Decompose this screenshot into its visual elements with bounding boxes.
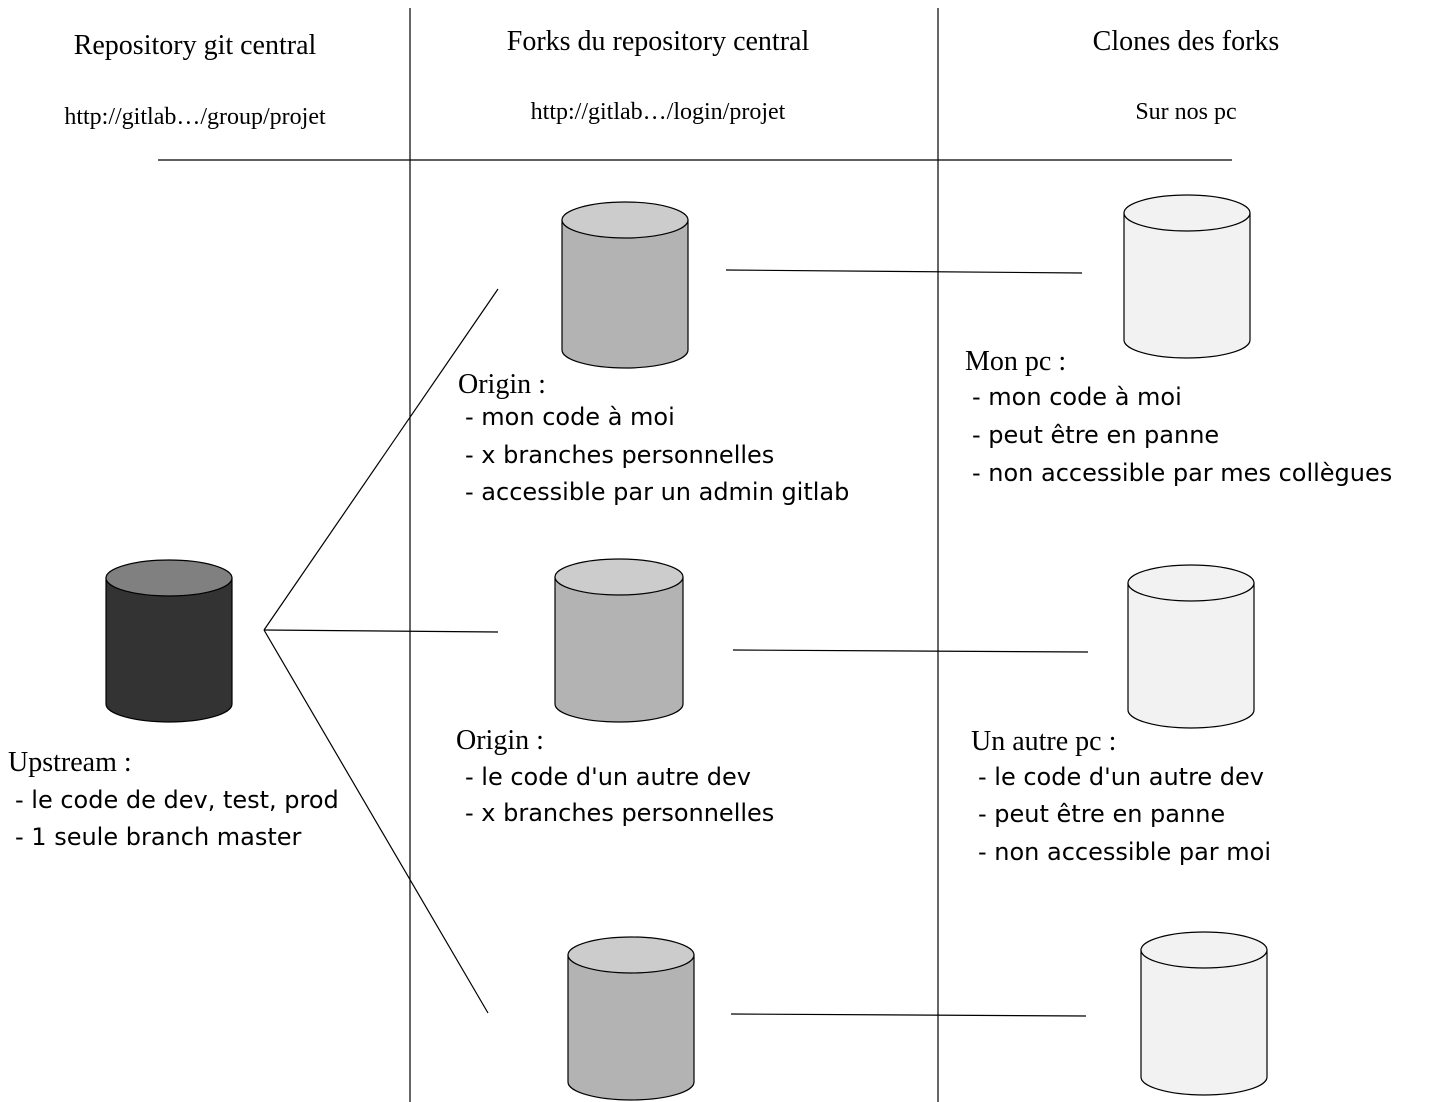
clone-item: - peut être en panne xyxy=(978,800,1225,828)
connector-upstream-fork-1 xyxy=(263,288,499,631)
database-cylinder-icon xyxy=(1123,194,1251,359)
database-cylinder-icon xyxy=(554,558,684,723)
column-url-central: http://gitlab…/group/projet xyxy=(64,104,326,130)
column-title-central: Repository git central xyxy=(74,30,317,61)
column-title-forks: Forks du repository central xyxy=(507,26,810,57)
fork-cylinder-body xyxy=(561,219,689,369)
fork-item: - mon code à moi xyxy=(465,403,675,431)
upstream-item: - le code de dev, test, prod xyxy=(15,786,339,814)
clone-cylinder-top xyxy=(1140,931,1268,969)
clone-repository-2: Un autre pc : - le code d'un autre dev -… xyxy=(971,564,1271,866)
upstream-item: - 1 seule branch master xyxy=(15,823,302,851)
column-url-forks: http://gitlab…/login/projet xyxy=(531,99,786,125)
database-cylinder-icon xyxy=(1127,564,1255,729)
connector-upstream-fork-2 xyxy=(263,629,499,633)
fork-item: - x branches personnelles xyxy=(465,441,774,469)
column-url-clones: Sur nos pc xyxy=(1135,99,1236,125)
clone-cylinder-top xyxy=(1123,194,1251,232)
database-cylinder-icon xyxy=(105,559,233,723)
database-cylinder-icon xyxy=(1140,931,1268,1096)
clone-heading: Mon pc : xyxy=(965,346,1066,377)
clone-cylinder-top xyxy=(1127,564,1255,602)
clone-cylinder-body xyxy=(1140,949,1268,1096)
clone-cylinder-body xyxy=(1127,582,1255,729)
fork-heading: Origin : xyxy=(456,725,544,756)
database-cylinder-icon xyxy=(567,936,695,1101)
connector-fork-3-clone-3 xyxy=(730,1013,1087,1017)
fork-cylinder-body xyxy=(567,954,695,1101)
clone-heading: Un autre pc : xyxy=(971,726,1116,757)
connector-fork-1-clone-1 xyxy=(725,269,1083,274)
upstream-cylinder-top xyxy=(105,559,233,597)
clone-item: - peut être en panne xyxy=(972,421,1219,449)
fork-repository-3 xyxy=(567,936,695,1101)
fork-cylinder-top xyxy=(561,201,689,239)
clone-item: - le code d'un autre dev xyxy=(978,763,1264,791)
fork-item: - x branches personnelles xyxy=(465,799,774,827)
connector-upstream-fork-3 xyxy=(263,629,489,1014)
upstream-heading: Upstream : xyxy=(8,747,132,778)
column-title-clones: Clones des forks xyxy=(1093,26,1280,57)
fork-item: - accessible par un admin gitlab xyxy=(465,478,849,506)
upstream-repository: Upstream : - le code de dev, test, prod … xyxy=(8,559,339,851)
clone-repository-3 xyxy=(1140,931,1268,1096)
fork-item: - le code d'un autre dev xyxy=(465,763,751,791)
fork-cylinder-top xyxy=(554,558,684,596)
clone-item: - non accessible par mes collègues xyxy=(972,459,1392,487)
clone-item: - mon code à moi xyxy=(972,383,1182,411)
fork-repository-1: Origin : - mon code à moi - x branches p… xyxy=(458,201,849,506)
upstream-cylinder-body xyxy=(105,577,233,723)
clone-repository-1: Mon pc : - mon code à moi - peut être en… xyxy=(965,194,1392,487)
connector-fork-2-clone-2 xyxy=(732,649,1089,653)
clone-item: - non accessible par moi xyxy=(978,838,1271,866)
fork-heading: Origin : xyxy=(458,369,546,400)
database-cylinder-icon xyxy=(561,201,689,369)
clone-cylinder-body xyxy=(1123,212,1251,359)
fork-cylinder-top xyxy=(567,936,695,974)
fork-repository-2: Origin : - le code d'un autre dev - x br… xyxy=(456,558,774,827)
fork-cylinder-body xyxy=(554,576,684,723)
